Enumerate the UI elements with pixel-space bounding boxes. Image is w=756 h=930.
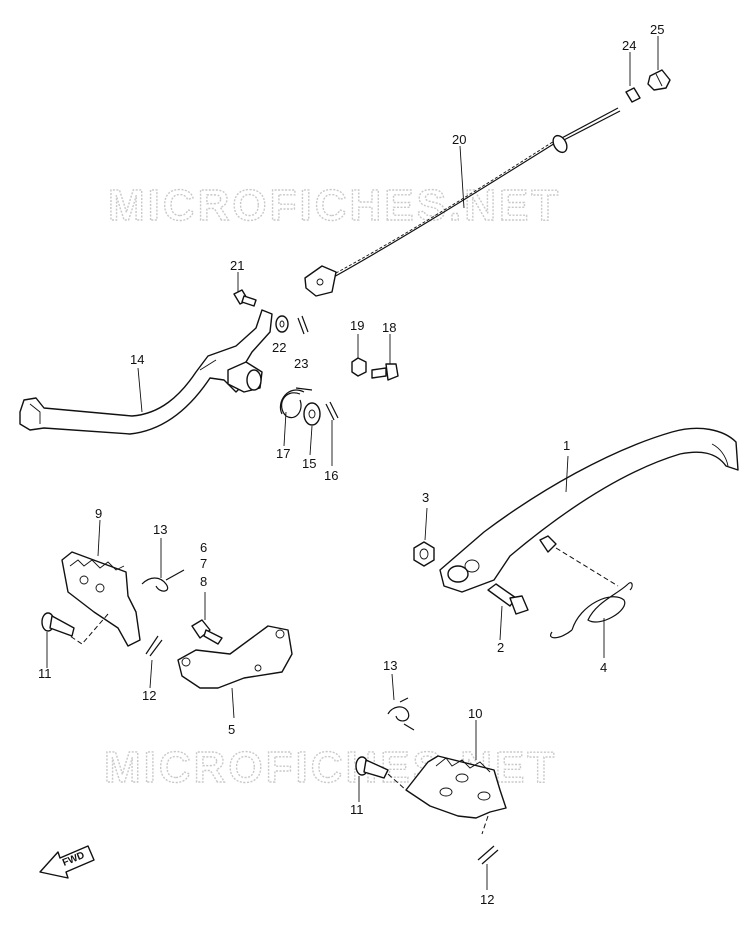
- cap-part-24: [625, 87, 641, 103]
- callout-5: 5: [228, 722, 235, 737]
- callout-3: 3: [422, 490, 429, 505]
- spring-part-4: [550, 547, 633, 639]
- bolt-part-8: [191, 619, 223, 645]
- pin-part-11-left: [41, 612, 75, 637]
- spring-part-13-right: [387, 697, 415, 731]
- footrest-part-10: [405, 755, 507, 835]
- callout-17: 17: [276, 446, 290, 461]
- bolt-part-2: [487, 583, 529, 615]
- callout-13-right: 13: [383, 658, 397, 673]
- callout-16: 16: [324, 468, 338, 483]
- callout-12-left: 12: [142, 688, 156, 703]
- bracket-part-5: [177, 625, 293, 689]
- leader-lines: [46, 36, 659, 890]
- callout-24: 24: [622, 38, 636, 53]
- callout-8: 8: [200, 574, 207, 589]
- callout-11-right: 11: [350, 802, 364, 817]
- callout-21: 21: [230, 258, 244, 273]
- callout-19: 19: [350, 318, 364, 333]
- cotter-pin-part-23: [297, 315, 309, 335]
- spring-part-13-left: [141, 569, 185, 592]
- cable-part: [304, 107, 621, 297]
- callout-4: 4: [600, 660, 607, 675]
- pin-part-11-right: [355, 756, 407, 791]
- callout-22: 22: [272, 340, 286, 355]
- bolt-part-21: [233, 289, 257, 307]
- side-stand-part: [439, 427, 739, 593]
- callout-2: 2: [497, 640, 504, 655]
- callout-9: 9: [95, 506, 102, 521]
- nut-part-19: [351, 357, 367, 377]
- nut-part-3: [413, 541, 435, 567]
- callout-13-left: 13: [153, 522, 167, 537]
- nut-part-25: [647, 69, 671, 91]
- cotter-pin-part-16: [325, 401, 339, 421]
- callout-7: 7: [200, 556, 207, 571]
- bolt-part-18: [371, 363, 399, 381]
- clip-part-12-left: [145, 635, 163, 657]
- callout-15: 15: [302, 456, 316, 471]
- callout-25: 25: [650, 22, 664, 37]
- forward-direction-arrow: FWD: [39, 845, 95, 879]
- callout-14: 14: [130, 352, 144, 367]
- callout-11-left: 11: [38, 666, 52, 681]
- brake-pedal-part: [19, 309, 273, 435]
- callout-23: 23: [294, 356, 308, 371]
- washer-part-15: [303, 402, 321, 426]
- washer-part-22: [275, 315, 289, 333]
- callouts: 1 2 3 4 5 6 7 8 9 10 11 11 12 12 13 13 1…: [38, 22, 664, 907]
- callout-20: 20: [452, 132, 466, 147]
- callout-1: 1: [563, 438, 570, 453]
- callout-6: 6: [200, 540, 207, 555]
- callout-12-right: 12: [480, 892, 494, 907]
- watermark-top: MICROFICHES.NET: [108, 181, 561, 230]
- callout-18: 18: [382, 320, 396, 335]
- footrest-part-9: [61, 551, 141, 647]
- callout-10: 10: [468, 706, 482, 721]
- clip-part-12-right: [477, 845, 499, 865]
